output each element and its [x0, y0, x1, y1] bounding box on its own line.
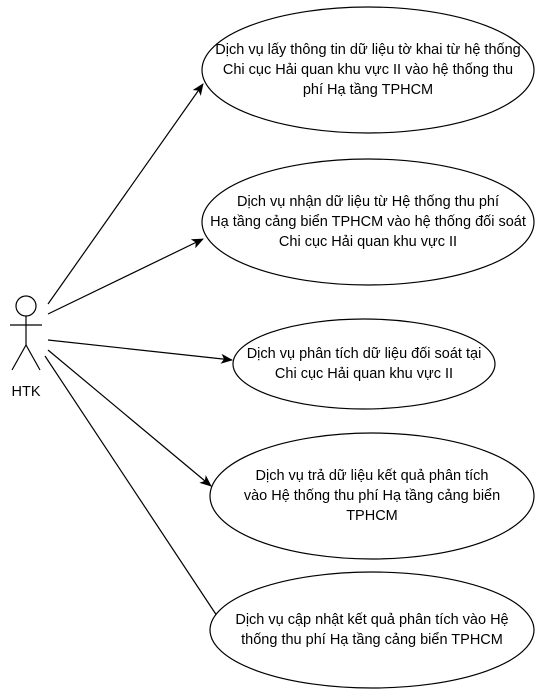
use-case-ellipse-1 — [201, 6, 535, 134]
actor-name: HTK — [11, 384, 41, 400]
association-1 — [47, 83, 204, 305]
association-4 — [47, 349, 212, 487]
actor-stick-figure — [10, 295, 42, 371]
use-case-ellipse-4 — [209, 432, 535, 560]
actor-left-leg — [11, 344, 27, 371]
actor-right-leg — [25, 344, 41, 371]
use-case-ellipse-5 — [209, 571, 535, 689]
actor-head — [15, 295, 37, 317]
association-2 — [47, 238, 204, 315]
use-case-ellipse-2 — [201, 158, 535, 286]
association-5 — [44, 355, 224, 626]
use-case-ellipse-3 — [232, 318, 496, 410]
association-3 — [47, 339, 233, 364]
